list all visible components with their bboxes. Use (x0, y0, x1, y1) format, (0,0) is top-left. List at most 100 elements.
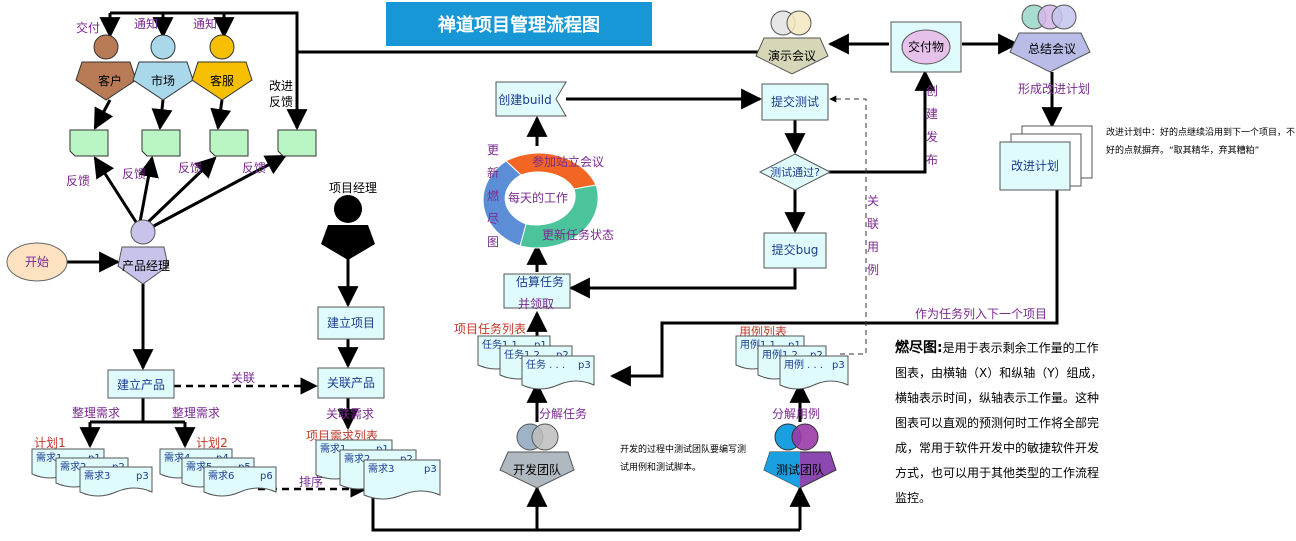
feedback-boxes (69, 129, 317, 157)
estimate-label-1: 估算任务 (516, 274, 564, 289)
dashed-case-link (829, 95, 867, 355)
submit-test-box (761, 83, 829, 121)
improve-plan-box (999, 125, 1093, 191)
start-node (6, 242, 68, 282)
test-team-label: 测试团队 (776, 462, 824, 477)
create-build-label: 创建build (498, 93, 552, 107)
feedback-label-3: 反馈 (178, 161, 202, 175)
service-label: 客服 (210, 73, 234, 88)
estimate-box (503, 273, 571, 309)
split-case-label: 分解用例 (772, 407, 820, 421)
doc-sheet (203, 466, 277, 497)
deliver-label: 交付 (76, 20, 100, 35)
improve-feedback-label-1: 改进 (269, 79, 293, 93)
split-task-label: 分解任务 (539, 406, 587, 421)
start-label: 开始 (25, 255, 49, 269)
create-project-box (317, 306, 385, 340)
test-passed-label: 测试通过? (770, 166, 820, 179)
dev-process-note: 开发的过程中测试团队要编写测试用例和测试脚本。 (620, 445, 747, 473)
cycle-standup-label: 参加站立会议 (532, 154, 604, 169)
create-build-box (495, 81, 567, 117)
create-product-label: 建立产品 (117, 377, 165, 392)
link-product-label: 关联产品 (327, 376, 375, 390)
sort-label: 排序 (299, 474, 323, 489)
plan2-docs: 需求4p4需求5p5需求6p6 (159, 448, 277, 497)
cycle-update-label: 更新任务状态 (542, 227, 614, 242)
vertical-char: 关 (867, 194, 879, 208)
feedback-label-2: 反馈 (122, 167, 146, 181)
page-title: 禅道项目管理流程图 (386, 2, 652, 46)
create-project-label: 建立项目 (327, 315, 375, 330)
link-product-box (317, 367, 385, 399)
doc-priority-label: p3 (578, 360, 591, 371)
doc-sheet (363, 459, 441, 500)
dev-team-icon (499, 423, 575, 489)
case-docs: 用例1.1p1用例1.2p2用例 . . .p3 (735, 335, 849, 390)
doc-sheet (779, 355, 849, 390)
doc-item-label: 任务 . . . (526, 358, 565, 371)
burndown-title: 燃尽图: (895, 340, 943, 356)
link-req-label: 关联需求 (326, 407, 374, 421)
burndown-body: 是用于表示剩余工作量的工作图表，由横轴（X）和纵轴（Y）组成，横轴表示时间，纵轴… (895, 341, 1103, 505)
deliverable-label: 交付物 (908, 39, 944, 54)
service-icon (191, 34, 253, 101)
doc-item-label: 需求3 (368, 463, 394, 475)
vertical-char: 尽 (487, 212, 499, 226)
doc-item-label: 需求3 (84, 470, 110, 482)
vertical-char: 发 (926, 129, 938, 144)
plan1-docs: 需求1p1需求2p2需求3p3 (31, 448, 153, 497)
vertical-char: 图 (487, 235, 499, 249)
vertical-char: 创 (926, 84, 938, 98)
improve-plan-label: 改进计划 (1011, 159, 1059, 173)
product-manager-label: 产品经理 (122, 259, 170, 273)
as-next-project-label: 作为任务列入下一个项目 (915, 306, 1047, 321)
project-manager-icon (321, 195, 375, 260)
test-passed-diamond (758, 153, 832, 191)
vertical-char: 联 (867, 217, 879, 231)
plan2-label: 计划2 (196, 436, 228, 450)
notify-label-1: 通知 (134, 17, 158, 31)
improve-plan-note: 改进计划中：好的点继续沿用到下一个项目，不好的点就摒弃。“取其精华，弃其糟粕” (1106, 128, 1296, 156)
vertical-char: 燃 (487, 188, 499, 203)
market-label: 市场 (151, 73, 175, 88)
notify-label-2: 通知 (193, 17, 217, 31)
summary-meeting-label: 总结会议 (1028, 42, 1076, 56)
project-task-list-label: 项目任务列表 (454, 321, 526, 336)
burndown-description: 燃尽图:是用于表示剩余工作量的工作图表，由横轴（X）和纵轴（Y）组成，横轴表示时… (895, 336, 1110, 511)
dev-team-label: 开发团队 (513, 462, 561, 477)
improve-feedback-label-2: 反馈 (269, 95, 293, 109)
deliverable-ellipse (901, 29, 951, 65)
doc-sheet (79, 466, 153, 497)
form-improve-plan-label: 形成改进计划 (1018, 82, 1090, 96)
doc-item-label: 需求6 (208, 470, 234, 482)
estimate-label-2: 并领取 (518, 297, 554, 311)
daily-work-cycle (482, 152, 599, 249)
vertical-char: 布 (926, 153, 938, 167)
demo-meeting-label: 演示会议 (768, 48, 816, 63)
vertical-char: 更 (487, 143, 499, 157)
cycle-center-label: 每天的工作 (508, 190, 568, 205)
customer-icon (75, 34, 137, 101)
vertical-char: 建 (926, 107, 938, 121)
customer-label: 客户 (98, 73, 122, 88)
feedback-label-4: 反馈 (242, 161, 266, 175)
connectors (67, 11, 1063, 532)
vertical-char: 新 (487, 165, 499, 180)
market-icon (132, 34, 194, 101)
project-manager-label: 项目经理 (329, 181, 377, 195)
submit-test-label: 提交测试 (771, 94, 819, 109)
doc-sheet (521, 355, 595, 390)
summary-meeting-icon (1009, 4, 1091, 73)
doc-priority-label: p6 (260, 471, 273, 482)
doc-priority-label: p3 (136, 471, 149, 482)
link-label: 关联 (231, 371, 255, 385)
sort-req-label-2: 整理需求 (172, 405, 220, 420)
product-manager-icon (117, 219, 169, 285)
sort-req-label-1: 整理需求 (72, 405, 120, 420)
doc-priority-label: p3 (832, 360, 845, 371)
submit-bug-box (763, 232, 827, 269)
